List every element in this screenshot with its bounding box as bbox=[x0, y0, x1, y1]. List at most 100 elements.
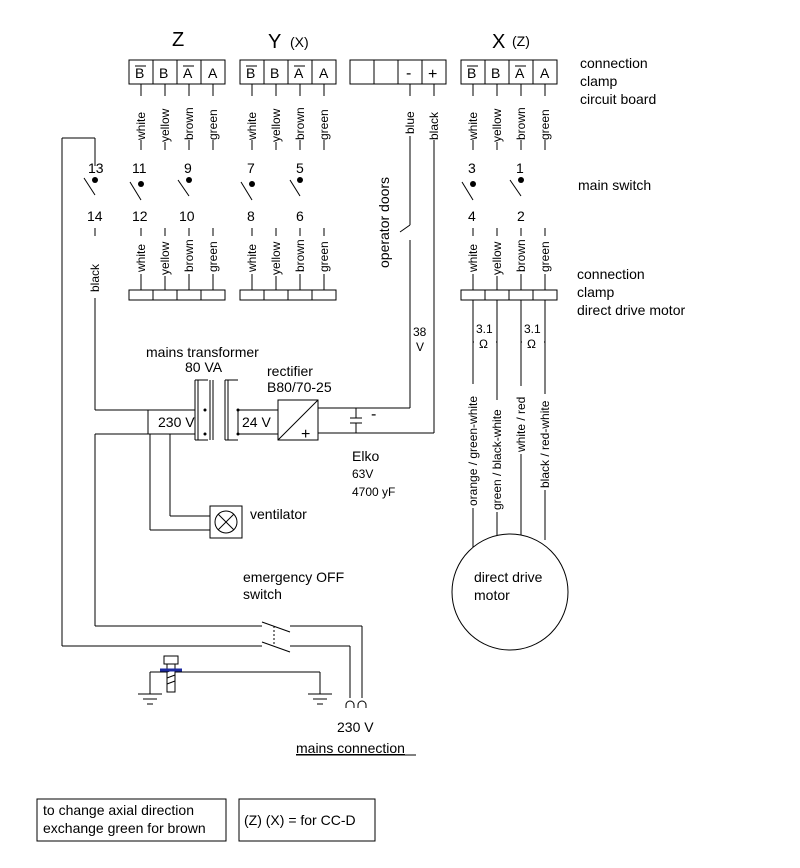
conn-board-label-1: connection bbox=[580, 55, 648, 71]
terminal-strip-z bbox=[128, 289, 226, 301]
terminal-strip-x bbox=[460, 289, 558, 301]
svg-text:B: B bbox=[491, 65, 500, 81]
black-top: black bbox=[427, 111, 441, 140]
svg-text:10: 10 bbox=[179, 208, 195, 224]
svg-text:+: + bbox=[428, 66, 437, 83]
svg-text:B: B bbox=[135, 65, 144, 81]
svg-text:A: A bbox=[319, 65, 329, 81]
v24-label: 24 V bbox=[242, 414, 271, 430]
v38-unit: V bbox=[416, 340, 424, 354]
ventilator-symbol bbox=[209, 505, 243, 539]
mains-connection-label: mains connection bbox=[296, 740, 405, 756]
resistance-1-value: 3.1 bbox=[476, 322, 493, 336]
z-upper-wires bbox=[140, 84, 214, 150]
svg-text:14: 14 bbox=[87, 208, 103, 224]
switch-contacts: 13 14 11 12 9 10 7 8 5 6 3 4 1 2 bbox=[83, 160, 525, 224]
v230-label: 230 V bbox=[158, 414, 195, 430]
z-green-top: green bbox=[206, 109, 220, 140]
resistance-2-value: 3.1 bbox=[524, 322, 541, 336]
emergency-off-switch bbox=[261, 621, 291, 653]
clamp-x: B B A A bbox=[460, 59, 558, 85]
svg-text:2: 2 bbox=[517, 208, 525, 224]
y-white-top: white bbox=[245, 112, 259, 141]
rectifier-label-2: B80/70-25 bbox=[267, 379, 332, 395]
transformer-label-2: 80 VA bbox=[185, 359, 223, 375]
motor-label-2: motor bbox=[474, 587, 510, 603]
transformer-symbol bbox=[147, 379, 279, 441]
y-yellow-bottom: yellow bbox=[269, 241, 283, 275]
svg-text:B: B bbox=[270, 65, 279, 81]
svg-text:6: 6 bbox=[296, 208, 304, 224]
conn-motor-label-2: clamp bbox=[577, 284, 615, 300]
x-upper-wires bbox=[472, 84, 546, 150]
svg-text:11: 11 bbox=[132, 160, 147, 176]
header-x: X bbox=[492, 31, 505, 53]
clamp-y: B B A A bbox=[239, 59, 337, 85]
x-white-top: white bbox=[466, 112, 480, 141]
motor-wire-2-label: green / black-white bbox=[490, 409, 504, 510]
svg-text:B: B bbox=[467, 65, 476, 81]
clamp-power: - + bbox=[349, 59, 447, 85]
blue-top: blue bbox=[403, 111, 417, 134]
svg-text:12: 12 bbox=[132, 208, 148, 224]
y-green-bottom: green bbox=[317, 241, 331, 272]
svg-text:(Z) (X) = for CC-D: (Z) (X) = for CC-D bbox=[244, 812, 356, 828]
svg-text:-: - bbox=[406, 65, 411, 82]
ground-symbol-left bbox=[138, 693, 162, 705]
z-white-top: white bbox=[134, 112, 148, 141]
conn-board-label-3: circuit board bbox=[580, 91, 656, 107]
z-yellow-top: yellow bbox=[158, 108, 172, 142]
y-yellow-top: yellow bbox=[269, 108, 283, 142]
main-switch-label: main switch bbox=[578, 177, 651, 193]
svg-text:A: A bbox=[540, 65, 550, 81]
rectifier-symbol: + bbox=[277, 399, 319, 443]
z-brown-top: brown bbox=[182, 107, 196, 140]
y-green-top: green bbox=[317, 109, 331, 140]
svg-text:13: 13 bbox=[88, 160, 104, 176]
y-white-bottom: white bbox=[245, 244, 259, 273]
motor-wire-3-label: white / red bbox=[514, 397, 528, 453]
svg-text:4: 4 bbox=[468, 208, 476, 224]
svg-text:A: A bbox=[515, 65, 525, 81]
conn-motor-label-1: connection bbox=[577, 266, 645, 282]
x-yellow-bottom: yellow bbox=[490, 241, 504, 275]
svg-text:5: 5 bbox=[296, 160, 304, 176]
svg-text:3: 3 bbox=[468, 160, 476, 176]
clamp-z: B B A A bbox=[128, 59, 226, 85]
motor-symbol bbox=[451, 533, 569, 651]
svg-text:+: + bbox=[301, 426, 310, 443]
z-brown-bottom: brown bbox=[182, 239, 196, 272]
elko-capacitor bbox=[350, 408, 362, 433]
svg-text:A: A bbox=[183, 65, 193, 81]
x-brown-bottom: brown bbox=[514, 239, 528, 272]
emergency-label-2: switch bbox=[243, 586, 282, 602]
header-z: Z bbox=[172, 29, 184, 51]
motor-label-1: direct drive bbox=[474, 569, 543, 585]
motor-wire-4-label: black / red-white bbox=[538, 400, 552, 488]
z-white-bottom: white bbox=[134, 244, 148, 273]
rectifier-label-1: rectifier bbox=[267, 363, 313, 379]
conn-motor-label-3: direct drive motor bbox=[577, 302, 685, 318]
elko-label-1: Elko bbox=[352, 448, 379, 464]
svg-text:8: 8 bbox=[247, 208, 255, 224]
svg-text:-: - bbox=[371, 406, 376, 423]
header-y-sub: (X) bbox=[290, 34, 309, 50]
earth-bolt bbox=[160, 655, 182, 693]
y-brown-top: brown bbox=[293, 107, 307, 140]
z-green-bottom: green bbox=[206, 241, 220, 272]
motor-wire-1-label: orange / green-white bbox=[466, 396, 480, 506]
ventilator-label: ventilator bbox=[250, 506, 307, 522]
header-x-sub: (Z) bbox=[512, 33, 530, 49]
x-green-top: green bbox=[538, 109, 552, 140]
y-brown-bottom: brown bbox=[293, 239, 307, 272]
mains-plug bbox=[345, 700, 367, 708]
emergency-label-1: emergency OFF bbox=[243, 569, 344, 585]
svg-text:B: B bbox=[246, 65, 255, 81]
conn-board-label-2: clamp bbox=[580, 73, 618, 89]
x-brown-top: brown bbox=[514, 107, 528, 140]
svg-text:exchange green for brown: exchange green for brown bbox=[43, 820, 206, 836]
transformer-label-1: mains transformer bbox=[146, 344, 259, 360]
black-left-label: black bbox=[88, 263, 102, 292]
y-upper-wires bbox=[251, 84, 325, 150]
